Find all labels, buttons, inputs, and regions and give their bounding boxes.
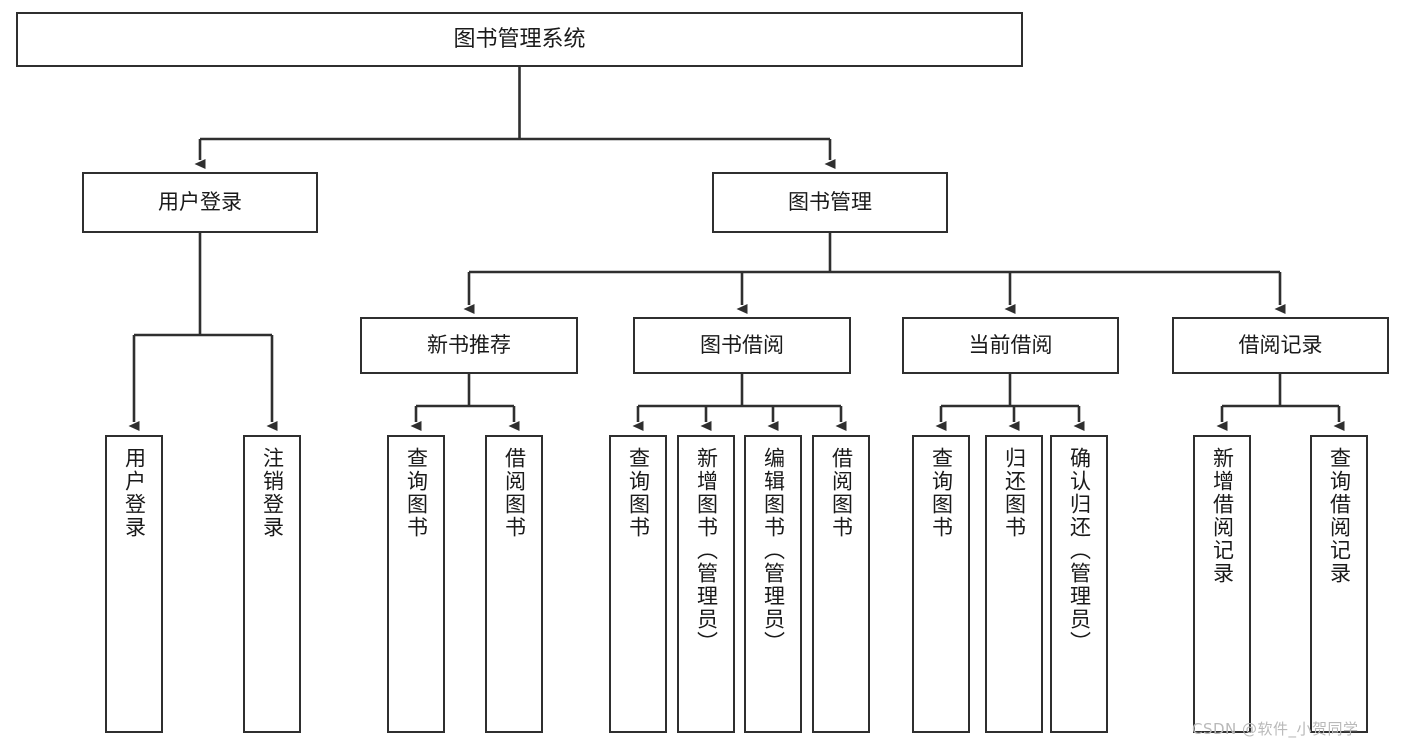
- node-root-label: 图书管理系统: [453, 26, 586, 52]
- node-book-manage[interactable]: 图书管理: [712, 172, 948, 233]
- leaf-borrow-book-1-label: 借阅图书: [502, 447, 527, 539]
- node-borrow-record-label: 借阅记录: [1238, 333, 1323, 358]
- node-user-login[interactable]: 用户登录: [82, 172, 318, 233]
- leaf-query-book-1[interactable]: 查询图书: [387, 435, 445, 733]
- leaf-query-record-label: 查询借阅记录: [1327, 447, 1352, 585]
- node-new-book-recommend-label: 新书推荐: [427, 333, 511, 358]
- leaf-user-login-label: 用户登录: [122, 447, 147, 539]
- leaf-borrow-book-2-label: 借阅图书: [829, 447, 854, 539]
- leaf-query-book-3-label: 查询图书: [929, 447, 954, 539]
- leaf-add-record-label: 新增借阅记录: [1210, 447, 1235, 585]
- node-current-borrow-label: 当前借阅: [968, 333, 1053, 358]
- leaf-add-book[interactable]: 新增图书（管理员）: [677, 435, 735, 733]
- node-borrow-record[interactable]: 借阅记录: [1172, 317, 1389, 374]
- leaf-user-logout-label: 注销登录: [260, 447, 285, 539]
- node-book-borrow-label: 图书借阅: [700, 333, 784, 358]
- leaf-add-record[interactable]: 新增借阅记录: [1193, 435, 1251, 733]
- leaf-return-book[interactable]: 归还图书: [985, 435, 1043, 733]
- leaf-borrow-book-2[interactable]: 借阅图书: [812, 435, 870, 733]
- leaf-confirm-return[interactable]: 确认归还（管理员）: [1050, 435, 1108, 733]
- node-user-login-label: 用户登录: [158, 190, 242, 215]
- node-root[interactable]: 图书管理系统: [16, 12, 1023, 67]
- leaf-query-book-2-label: 查询图书: [626, 447, 651, 539]
- leaf-edit-book-label: 编辑图书（管理员）: [761, 447, 786, 654]
- leaf-confirm-return-label: 确认归还（管理员）: [1067, 447, 1092, 654]
- node-current-borrow[interactable]: 当前借阅: [902, 317, 1119, 374]
- node-book-manage-label: 图书管理: [788, 190, 872, 215]
- leaf-edit-book[interactable]: 编辑图书（管理员）: [744, 435, 802, 733]
- watermark-text: CSDN @软件_小贺同学: [1192, 720, 1359, 738]
- leaf-query-record[interactable]: 查询借阅记录: [1310, 435, 1368, 733]
- leaf-query-book-2[interactable]: 查询图书: [609, 435, 667, 733]
- leaf-user-login[interactable]: 用户登录: [105, 435, 163, 733]
- node-book-borrow[interactable]: 图书借阅: [633, 317, 851, 374]
- leaf-query-book-1-label: 查询图书: [404, 447, 429, 539]
- node-new-book-recommend[interactable]: 新书推荐: [360, 317, 578, 374]
- leaf-user-logout[interactable]: 注销登录: [243, 435, 301, 733]
- leaf-borrow-book-1[interactable]: 借阅图书: [485, 435, 543, 733]
- leaf-query-book-3[interactable]: 查询图书: [912, 435, 970, 733]
- leaf-add-book-label: 新增图书（管理员）: [694, 447, 719, 654]
- leaf-return-book-label: 归还图书: [1002, 447, 1027, 539]
